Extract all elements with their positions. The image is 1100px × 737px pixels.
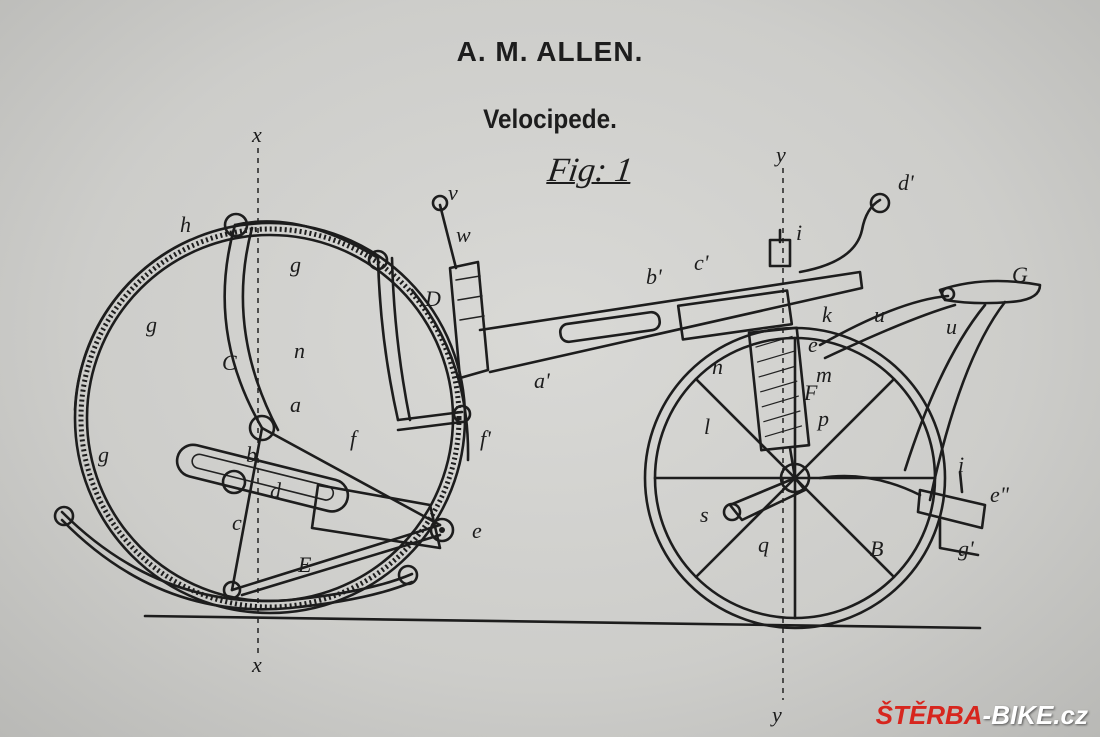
label-c-prime: c' [694,250,709,275]
label-d-prime: d' [898,170,914,195]
front-wheel [643,326,947,630]
label-g2: g [146,312,157,337]
label-i-bottom: i [958,452,964,477]
label-g1: g [290,252,301,277]
pivot-box [310,483,455,550]
runner-pivot-rear [397,564,419,586]
curved-runner [60,510,414,603]
frame-joint-top [223,212,249,238]
label-n: n [294,338,305,363]
label-f-prime: f' [480,426,491,451]
label-b: b [246,442,257,467]
steering-column [747,326,811,480]
label-u2: u [946,314,957,339]
label-n2: n [712,354,723,379]
label-e: e [472,518,482,543]
label-w: w [456,222,471,247]
inner-frame [222,212,472,600]
label-C: C [222,350,237,375]
seat-assembly [818,279,1042,502]
label-u1: u [874,302,885,327]
patent-subtitle: Velocipede. [483,104,617,134]
label-v: v [448,180,458,205]
frame-joint-right [367,249,389,271]
label-h: h [180,212,191,237]
label-d: d [270,478,282,503]
main-frame-tube [478,228,864,374]
handlebar [798,192,891,274]
label-y-top: y [774,142,786,167]
label-q: q [758,532,769,557]
label-l: l [704,414,710,439]
label-F: F [803,380,818,405]
frame-joint-centre [248,414,276,442]
footrest-bracket [818,470,987,557]
label-x-bottom: x [251,652,262,677]
label-s: s [700,502,709,527]
frame-joint-link [452,404,472,424]
label-k: k [822,302,833,327]
label-m: m [816,362,832,387]
watermark-domain: -BIKE.cz [982,700,1088,730]
label-B: B [870,536,883,561]
curved-runner-inner [60,518,414,611]
label-b-prime: b' [646,264,662,289]
label-g3: g [98,442,109,467]
label-p: p [816,406,829,431]
label-a: a [290,392,301,417]
label-D: D [424,286,441,311]
label-E: E [297,552,312,577]
label-g-prime: g' [958,536,974,561]
label-c: c [232,510,242,535]
upright-post [410,194,490,462]
runner-pivot-front [53,505,75,527]
ground-line [143,614,982,630]
label-y-bottom: y [770,702,782,727]
patent-title: A. M. ALLEN. [456,36,644,67]
label-e-dprime: e" [990,482,1010,507]
label-e-small: e [808,332,818,357]
watermark-brand: ŠTĚRBA [875,700,983,730]
label-x-top: x [251,122,262,147]
label-a-prime: a' [534,368,550,393]
site-watermark: ŠTĚRBA-BIKE.cz [876,700,1088,731]
frame-joint-bottom [222,580,242,600]
label-i-top: i [796,220,802,245]
label-G: G [1012,262,1028,287]
slotted-link [175,443,350,513]
label-f: f [350,426,359,451]
